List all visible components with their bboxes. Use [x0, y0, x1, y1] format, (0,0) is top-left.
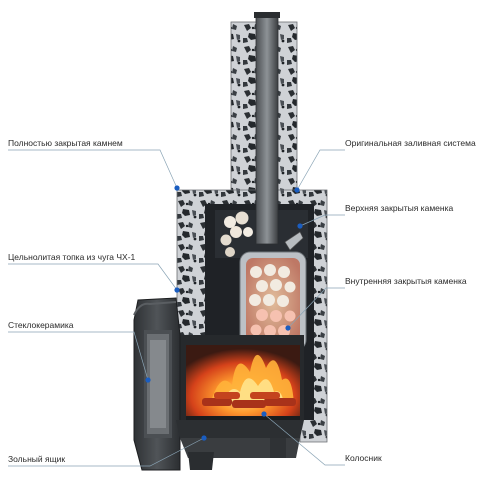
callout-original-filling: Оригинальная заливная система: [345, 138, 476, 148]
callout-glass-ceramic: Стеклокерамика: [8, 320, 74, 330]
callout-inner-heater: Внутренняя закрытыя каменка: [345, 276, 467, 286]
callout-cast-firebox: Цельнолитая топка из чуга ЧХ-1: [8, 252, 136, 262]
callout-grate: Колосник: [345, 453, 382, 463]
callout-dots: [145, 185, 303, 441]
cast-firebox: [176, 335, 304, 422]
upper-heater-stones: [220, 211, 253, 257]
stove-base: [176, 420, 304, 470]
callout-ash-box: Зольный ящик: [8, 454, 66, 464]
flue-pipe: [254, 12, 280, 245]
front-door: [133, 297, 181, 471]
callout-fully-stone: Полностью закрытая камнем: [8, 138, 123, 148]
spray-nozzle: [284, 231, 304, 251]
callout-leaders: [8, 149, 345, 467]
callout-upper-heater: Верхняя закрытыя каменка: [345, 203, 454, 213]
inner-heater-basket: [239, 251, 307, 351]
